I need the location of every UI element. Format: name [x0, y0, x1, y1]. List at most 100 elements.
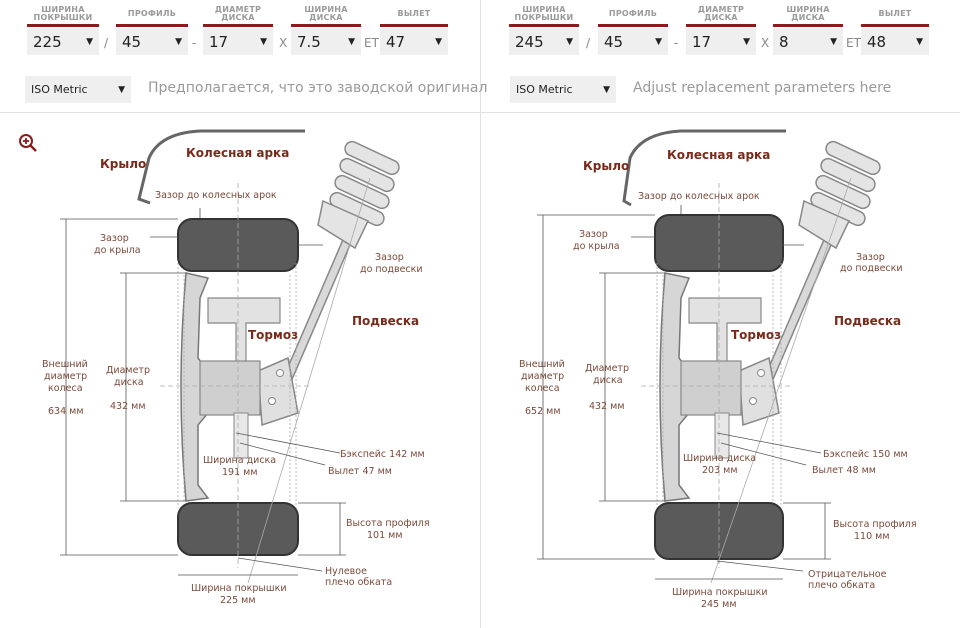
outer-diameter-label-3: колеса	[525, 383, 560, 394]
unit-system-select[interactable]: ISO Metric ▼	[25, 76, 131, 103]
outer-diameter-label-3: колеса	[48, 383, 83, 394]
profile-field: Профиль 45 ▼	[116, 5, 188, 55]
original-panel: Ширина покрышки 225▼ / Профиль 45 ▼ - Диа…	[18, 5, 487, 606]
offset-select[interactable]: 47▼	[380, 28, 448, 55]
chevron-down-icon: ▼	[118, 84, 125, 95]
tire-width-label: Ширина покрышки	[509, 5, 579, 27]
dimension-lines	[537, 205, 831, 580]
arch-gap-label: Зазор до колесных арок	[155, 190, 277, 201]
wheel-diagram: Крыло Колесная арка Зазор до колесных ар…	[42, 129, 430, 606]
separator-slash: /	[586, 36, 591, 50]
fender-label: Крыло	[100, 157, 146, 171]
rim-diameter-label: Диаметр диска	[686, 5, 756, 27]
wheel-arch-label: Колесная арка	[667, 148, 770, 162]
tire-width-diagram-value: 245 мм	[701, 599, 737, 610]
outer-diameter-label-1: Внешний	[42, 359, 88, 370]
offset-select[interactable]: 48 ▼	[861, 28, 929, 55]
rim-width-value: 7.5	[297, 32, 321, 51]
suspension-label: Подвеска	[352, 314, 419, 328]
fender-arch	[622, 129, 786, 207]
chevron-down-icon: ▼	[830, 36, 837, 47]
separator-et: ET	[846, 36, 861, 50]
zoom-in-icon[interactable]	[18, 133, 38, 157]
rim-diameter-label-2: диска	[593, 375, 623, 386]
unit-system-value: ISO Metric	[516, 83, 573, 96]
profile-value: 45	[122, 32, 142, 51]
tire-width-field: Ширина покрышки 245 ▼	[509, 5, 579, 55]
chevron-down-icon: ▼	[566, 36, 573, 47]
outer-diameter-label-2: диаметр	[44, 371, 87, 382]
fender-arch	[137, 129, 305, 205]
suspension-gap-label-2: до подвески	[360, 264, 423, 275]
diagram-labels: Крыло Колесная арка Зазор до колесных ар…	[42, 146, 430, 606]
wheel-arch-label: Колесная арка	[186, 146, 289, 160]
chevron-down-icon: ▼	[655, 36, 662, 47]
panel-divider	[480, 0, 481, 628]
profile-select[interactable]: 45 ▼	[116, 28, 188, 55]
outer-diameter-value: 652 мм	[525, 406, 561, 417]
rim-width-value: 8	[779, 32, 789, 51]
rim-diameter-value: 432 мм	[589, 401, 625, 412]
fender-gap-label-1: Зазор	[100, 233, 129, 244]
separator-x: X	[279, 36, 288, 50]
tire-width-select[interactable]: 245 ▼	[509, 28, 579, 55]
backspace-label: Бэкспейс 142 мм	[340, 449, 425, 460]
profile-select[interactable]: 45▼	[598, 28, 668, 55]
rim-width-select[interactable]: 8▼	[773, 28, 843, 55]
unit-system-value: ISO Metric	[31, 83, 88, 96]
header-divider	[0, 112, 960, 113]
separator-dash: -	[192, 36, 197, 50]
rim-diameter-label-2: диска	[114, 377, 144, 388]
rim-diameter-value: 17	[209, 32, 229, 51]
rim-diameter-value: 17	[692, 32, 712, 51]
outer-diameter-label-1: Внешний	[519, 359, 565, 370]
rim-width-value: 203 мм	[702, 465, 738, 476]
arch-gap-label: Зазор до колесных арок	[638, 191, 760, 202]
rim-diameter-field: Диаметр диска 17 ▼	[203, 5, 273, 55]
rim-width-field: Ширина диска 8▼	[773, 5, 843, 55]
rim-width-field: Ширина диска 7.5▼	[291, 5, 361, 55]
backspace-label: Бэкспейс 150 мм	[823, 449, 908, 460]
rim-width-label: Ширина диска	[291, 5, 361, 27]
rim-width-label: Ширина диска	[683, 453, 756, 464]
offset-field: Вылет 48▼	[861, 5, 929, 55]
diagram-labels: Крыло Колесная арка Зазор до колесных ар…	[519, 148, 917, 610]
chevron-down-icon: ▼	[175, 36, 182, 47]
dimension-lines	[60, 208, 346, 576]
rim-and-hub	[659, 272, 762, 502]
brake-label: Тормоз	[731, 328, 781, 342]
rim-diameter-select[interactable]: 17 ▼	[686, 28, 756, 55]
offset-value-label: Вылет 48 мм	[812, 465, 876, 476]
suspension-strut	[738, 140, 881, 427]
chevron-down-icon: ▼	[260, 36, 267, 47]
rim-diameter-label-1: Диаметр	[585, 363, 629, 374]
profile-height-label: Высота профиля	[346, 518, 430, 529]
profile-label: Профиль	[598, 5, 668, 27]
tire-width-value: 245	[515, 32, 544, 51]
separator-slash: /	[104, 36, 109, 50]
fender-gap-label-1: Зазор	[579, 229, 608, 240]
rim-width-select[interactable]: 7.5▼	[291, 28, 361, 55]
guide-lines	[160, 177, 371, 584]
tire-width-select[interactable]: 225▼	[27, 28, 99, 55]
suspension-gap-label-1: Зазор	[856, 252, 885, 263]
chevron-down-icon: ▼	[916, 36, 923, 47]
suspension-gap-label-1: Зазор	[375, 252, 404, 263]
tire-width-diagram-value: 225 мм	[220, 595, 256, 606]
scrub-radius-label-2: плечо обката	[325, 577, 392, 588]
chevron-down-icon: ▼	[743, 36, 750, 47]
rim-diameter-select[interactable]: 17 ▼	[203, 28, 273, 55]
guide-lines	[641, 177, 852, 584]
chevron-down-icon: ▼	[603, 84, 610, 95]
tire-width-label: Ширина покрышки	[27, 5, 99, 27]
rim-diameter-label: Диаметр диска	[203, 5, 273, 27]
rim-and-hub	[180, 272, 281, 502]
separator-dash: -	[674, 36, 679, 50]
profile-label: Профиль	[116, 5, 188, 27]
offset-value: 48	[867, 32, 887, 51]
wheel-diagram: Крыло Колесная арка Зазор до колесных ар…	[519, 129, 917, 610]
profile-field: Профиль 45▼	[598, 5, 668, 55]
rim-diameter-label-1: Диаметр	[106, 365, 150, 376]
unit-system-select[interactable]: ISO Metric ▼	[510, 76, 616, 103]
brake-label: Тормоз	[248, 328, 298, 342]
